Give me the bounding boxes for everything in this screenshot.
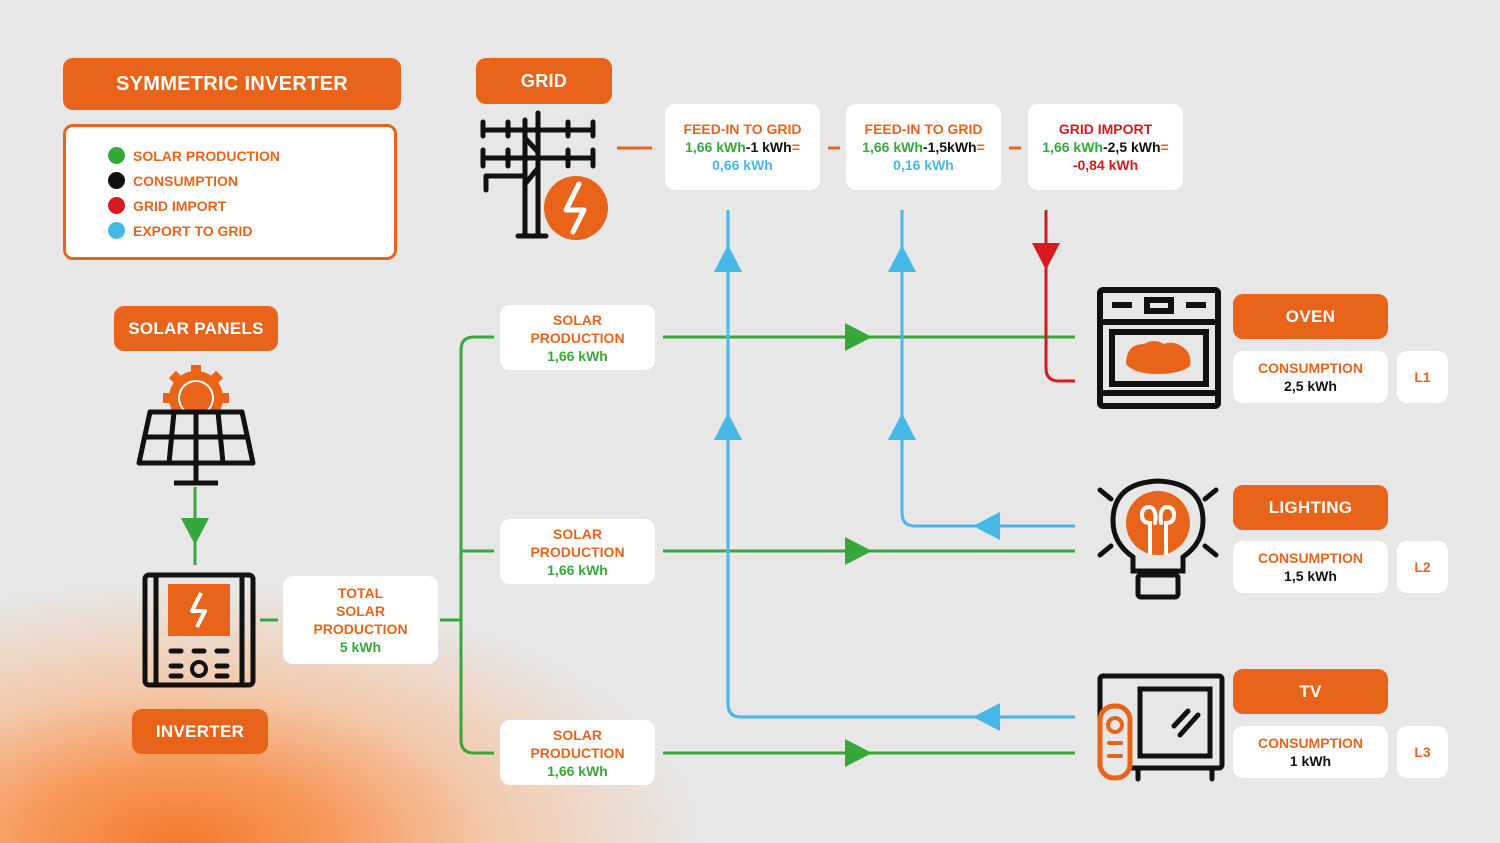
load-name-oven: OVEN (1233, 294, 1388, 339)
solar-to-oven-arrow (845, 323, 872, 351)
legend-dot-export (108, 222, 125, 239)
solar-line2: PRODUCTION (530, 543, 625, 560)
formula-op: - (745, 139, 751, 155)
solar-value: 1,66 kWh (547, 561, 608, 578)
solar-line2: PRODUCTION (530, 744, 625, 761)
solar-to-lighting-arrow (845, 537, 872, 565)
total-line2: SOLAR (336, 603, 385, 619)
legend: SOLAR PRODUCTION CONSUMPTION GRID IMPORT… (63, 124, 397, 260)
consumption-box-lighting: CONSUMPTION 1,5 kWh (1233, 541, 1388, 593)
solar-value: 1,66 kWh (547, 762, 608, 779)
legend-item-solar: SOLAR PRODUCTION (108, 147, 280, 164)
formula-solar: 1,66 kWh (862, 139, 923, 155)
tv-export-arrow-up-2 (714, 245, 742, 272)
legend-item-grid-import: GRID IMPORT (108, 197, 226, 214)
lighting-export-arrow (973, 512, 1000, 540)
formula-op: - (1102, 139, 1108, 155)
inverter-icon (142, 572, 256, 688)
feed-in-formula: 1,66 kWh-1 kWh= (685, 138, 800, 156)
legend-dot-solar (108, 147, 125, 164)
solar-panel-icon (136, 365, 256, 486)
feed-in-title: FEED-IN TO GRID (683, 121, 802, 137)
consumption-value: 1 kWh (1289, 753, 1332, 769)
solar-production-box-l3: SOLAR PRODUCTION 1,66 kWh (500, 720, 655, 785)
formula-consumption: 2,5 kWh (1107, 139, 1161, 155)
feed-in-formula: 1,66 kWh-1,5kWh= (862, 138, 985, 156)
solar-production-box-l1: SOLAR PRODUCTION 1,66 kWh (500, 305, 655, 370)
consumption-value: 1,5 kWh (1284, 568, 1337, 584)
grid-import-line (1044, 210, 1075, 383)
tv-icon (1097, 673, 1225, 782)
phase-badge-l1: L1 (1397, 351, 1448, 403)
power-pylon-icon (480, 110, 608, 240)
tv-export-line (726, 210, 1075, 719)
feed-in-box-l2: FEED-IN TO GRID 1,66 kWh-1,5kWh= 0,16 kW… (846, 104, 1001, 190)
legend-item-export: EXPORT TO GRID (108, 222, 253, 239)
formula-eq: = (976, 139, 985, 155)
phase-badge-l2: L2 (1397, 541, 1448, 593)
legend-dot-grid-import (108, 197, 125, 214)
panel-to-inverter-arrow (181, 518, 209, 545)
feed-in-title: FEED-IN TO GRID (864, 121, 983, 137)
consumption-box-oven: CONSUMPTION 2,5 kWh (1233, 351, 1388, 403)
formula-eq: = (1160, 139, 1169, 155)
load-name-tv: TV (1233, 669, 1388, 714)
total-solar-box: TOTAL SOLAR PRODUCTION 5 kWh (283, 576, 438, 664)
solar-line1: SOLAR (553, 525, 602, 542)
total-line1: TOTAL (337, 585, 384, 601)
solar-panels-label: SOLAR PANELS (114, 306, 278, 351)
tv-export-arrow-up-1 (714, 413, 742, 440)
load-name-lighting: LIGHTING (1233, 485, 1388, 530)
page-title: SYMMETRIC INVERTER (63, 58, 401, 110)
lighting-export-line (900, 210, 1075, 528)
grid-import-result: -0,84 kWh (1072, 157, 1139, 173)
consumption-value: 2,5 kWh (1284, 378, 1337, 394)
consumption-box-tv: CONSUMPTION 1 kWh (1233, 726, 1388, 778)
solar-production-box-l2: SOLAR PRODUCTION 1,66 kWh (500, 519, 655, 584)
phase-badge-l3: L3 (1397, 726, 1448, 778)
grid-import-title: GRID IMPORT (1058, 121, 1153, 137)
legend-label: EXPORT TO GRID (133, 222, 253, 239)
grid-label: GRID (476, 58, 612, 104)
solar-bus-line (459, 335, 494, 755)
formula-eq: = (791, 139, 800, 155)
tv-export-arrow (973, 703, 1000, 731)
feed-in-result: 0,66 kWh (712, 157, 773, 173)
formula-consumption: 1 kWh (750, 139, 792, 155)
grid-import-box-l1: GRID IMPORT 1,66 kWh-2,5 kWh= -0,84 kWh (1028, 104, 1183, 190)
grid-import-formula: 1,66 kWh-2,5 kWh= (1042, 138, 1168, 156)
solar-value: 1,66 kWh (547, 347, 608, 364)
legend-label: SOLAR PRODUCTION (133, 147, 280, 164)
light-bulb-icon (1097, 478, 1219, 600)
formula-op: - (922, 139, 928, 155)
lighting-export-arrow-up-1 (888, 413, 916, 440)
lighting-export-arrow-up-2 (888, 245, 916, 272)
total-value: 5 kWh (339, 639, 382, 655)
legend-label: CONSUMPTION (133, 172, 238, 189)
solar-line2: PRODUCTION (530, 329, 625, 346)
formula-solar: 1,66 kWh (1042, 139, 1103, 155)
formula-solar: 1,66 kWh (685, 139, 746, 155)
inverter-label: INVERTER (132, 709, 268, 754)
legend-label: GRID IMPORT (133, 197, 227, 214)
formula-consumption: 1,5kWh (927, 139, 977, 155)
solar-line1: SOLAR (553, 726, 602, 743)
solar-to-tv-arrow (845, 739, 872, 767)
legend-dot-consumption (108, 172, 125, 189)
solar-line1: SOLAR (553, 311, 602, 328)
oven-icon (1097, 287, 1221, 409)
consumption-label: CONSUMPTION (1258, 735, 1363, 751)
total-line3: PRODUCTION (313, 621, 408, 637)
legend-item-consumption: CONSUMPTION (108, 172, 238, 189)
feed-in-box-l3: FEED-IN TO GRID 1,66 kWh-1 kWh= 0,66 kWh (665, 104, 820, 190)
feed-in-result: 0,16 kWh (893, 157, 954, 173)
grid-import-arrow (1032, 243, 1060, 270)
consumption-label: CONSUMPTION (1258, 550, 1363, 566)
consumption-label: CONSUMPTION (1258, 360, 1363, 376)
